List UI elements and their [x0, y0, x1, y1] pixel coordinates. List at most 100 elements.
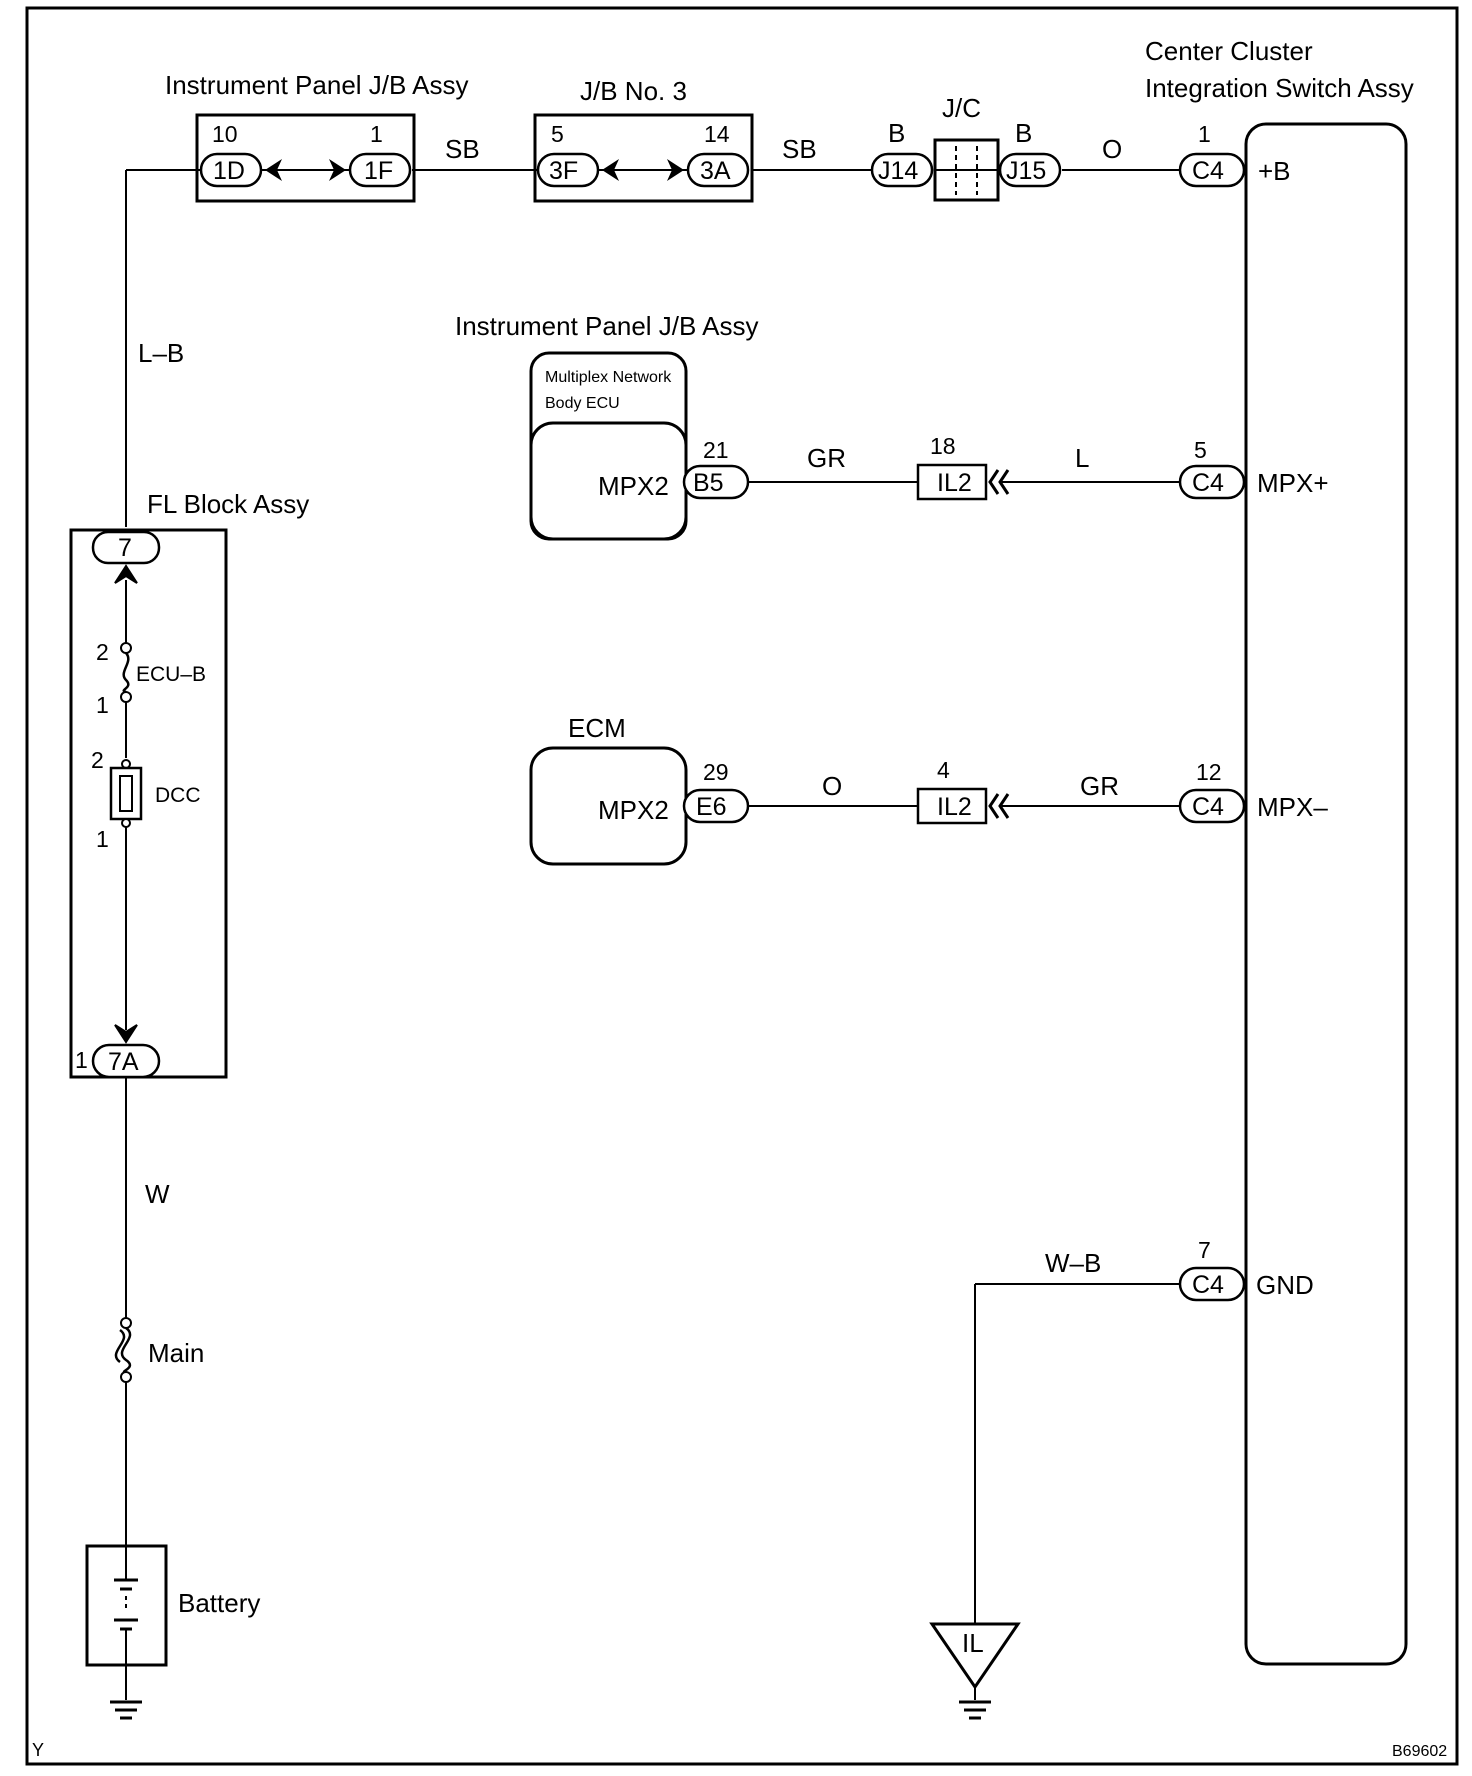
connector-il2-a: [916, 463, 988, 501]
chevron-right-icon: [667, 159, 684, 181]
chevron-double-left-icon: [988, 469, 1010, 495]
connector-1f-label: 1F: [364, 157, 393, 185]
connector-j15-label: J15: [1006, 157, 1046, 185]
main-terminal-bottom: [120, 1371, 132, 1383]
wire-gr-a-label: GR: [807, 443, 846, 473]
figure-id: B69602: [1392, 1743, 1447, 1760]
connector-c4-plusb: [1178, 152, 1246, 188]
pin-e6: 29: [703, 759, 729, 785]
pin-il2-a: 18: [930, 433, 956, 459]
terminal-plus-b: +B: [1258, 156, 1291, 186]
dcc-fuse-element: [119, 775, 133, 812]
connector-b5-label: B5: [693, 469, 724, 497]
connector-c4-mpxm: [1178, 788, 1246, 824]
wire-o-top-label: O: [1102, 134, 1122, 164]
pin-b5: 21: [703, 437, 729, 463]
jc-label: J/C: [942, 93, 981, 123]
wire-w-label: W: [145, 1179, 170, 1209]
connector-c4-gnd-label: C4: [1192, 1271, 1224, 1299]
wire-l-a-label: L: [1075, 443, 1089, 473]
chevron-double-left-icon: [988, 793, 1010, 819]
ground-icon: [959, 1700, 991, 1720]
fl-block-label: FL Block Assy: [147, 489, 309, 519]
wire-o-b-label: O: [822, 771, 842, 801]
wire-sb-1-label: SB: [445, 134, 480, 164]
connector-c4-mpxp-label: C4: [1192, 469, 1224, 497]
ecu-b-terminal-bottom: [120, 691, 132, 703]
footer-left-code: Y: [32, 1740, 44, 1760]
terminal-mpx2-ecm: MPX2: [598, 795, 669, 825]
terminal-mpx2-body: MPX2: [598, 471, 669, 501]
connector-il2-b: [916, 787, 988, 825]
pin-1d: 10: [212, 121, 238, 147]
wire-b2-label: B: [1015, 118, 1032, 148]
terminal-mpx-plus: MPX+: [1257, 468, 1329, 498]
wire-sb-2-label: SB: [782, 134, 817, 164]
connector-il2-b-label: IL2: [937, 793, 972, 821]
connector-j15: [998, 152, 1062, 188]
connector-1d-label: 1D: [213, 157, 245, 185]
ecu-b-pin-top: 2: [96, 639, 109, 665]
wire-gr-b-label: GR: [1080, 771, 1119, 801]
terminal-gnd: GND: [1256, 1270, 1314, 1300]
wire-b1-label: B: [888, 118, 905, 148]
jb-no3-box: [533, 113, 754, 203]
connector-3a-label: 3A: [700, 157, 731, 185]
main-fuse-label: Main: [148, 1338, 204, 1368]
dcc-pin-bottom: 1: [96, 826, 109, 852]
instrument-panel-jb-mid-label: Instrument Panel J/B Assy: [455, 311, 758, 341]
connector-e6-label: E6: [696, 793, 727, 821]
diagram-frame: [25, 6, 1459, 1766]
fl-block-box: [69, 528, 228, 1079]
center-cluster-label-2: Integration Switch Assy: [1145, 73, 1414, 103]
ground-il-label: IL: [962, 1628, 984, 1658]
connector-j14-label: J14: [878, 157, 918, 185]
center-cluster-label-1: Center Cluster: [1145, 36, 1313, 66]
pin-c4-plusb: 1: [1198, 121, 1211, 147]
connector-fl-7a-label: 7A: [108, 1048, 139, 1076]
chevron-left-icon: [265, 159, 282, 181]
main-terminal-top: [120, 1317, 132, 1329]
connector-fl-7: [91, 530, 161, 565]
connector-c4-mpxm-label: C4: [1192, 793, 1224, 821]
multiplex-label-1: Multiplex Network: [545, 369, 672, 386]
chevron-right-icon: [329, 159, 346, 181]
pin-il2-b: 4: [937, 757, 950, 783]
arrow-up-icon: [114, 564, 138, 584]
dcc-label: DCC: [155, 784, 201, 807]
center-cluster-box: [1244, 122, 1408, 1666]
dcc-terminal-bottom: [121, 818, 131, 828]
ecu-b-pin-bottom: 1: [96, 692, 109, 718]
pin-fl-7a: 1: [75, 1047, 88, 1073]
instrument-panel-jb-top-label: Instrument Panel J/B Assy: [165, 70, 468, 100]
pin-c4-mpxp: 5: [1194, 437, 1207, 463]
ground-il-triangle: [929, 1622, 1021, 1690]
connector-fl-7-label: 7: [118, 534, 132, 562]
ecm-label: ECM: [568, 713, 626, 743]
battery-icon: [114, 1546, 138, 1665]
ecu-b-fuse-icon: [122, 652, 130, 694]
wire-wb-label: W–B: [1045, 1248, 1101, 1278]
pin-c4-mpxm: 12: [1196, 759, 1222, 785]
connector-j14: [870, 152, 934, 188]
ground-icon: [110, 1700, 142, 1720]
pin-3f: 5: [551, 121, 564, 147]
ecu-b-label: ECU–B: [136, 663, 206, 686]
connector-c4-plusb-label: C4: [1192, 157, 1224, 185]
wire-lb-label: L–B: [138, 338, 184, 368]
multiplex-label-2: Body ECU: [545, 395, 620, 412]
chevron-left-icon: [602, 159, 619, 181]
battery-label: Battery: [178, 1588, 260, 1618]
pin-1f: 1: [370, 121, 383, 147]
arrow-down-icon: [114, 1024, 138, 1044]
connector-3f-label: 3F: [549, 157, 578, 185]
pin-c4-gnd: 7: [1198, 1237, 1211, 1263]
connector-c4-mpxp: [1178, 464, 1246, 500]
ecu-b-terminal-top: [120, 642, 132, 654]
terminal-mpx-minus: MPX–: [1257, 792, 1328, 822]
main-fuse-icon: [114, 1326, 132, 1374]
connector-il2-a-label: IL2: [937, 469, 972, 497]
jb-no3-label: J/B No. 3: [580, 76, 687, 106]
dcc-pin-top: 2: [91, 747, 104, 773]
